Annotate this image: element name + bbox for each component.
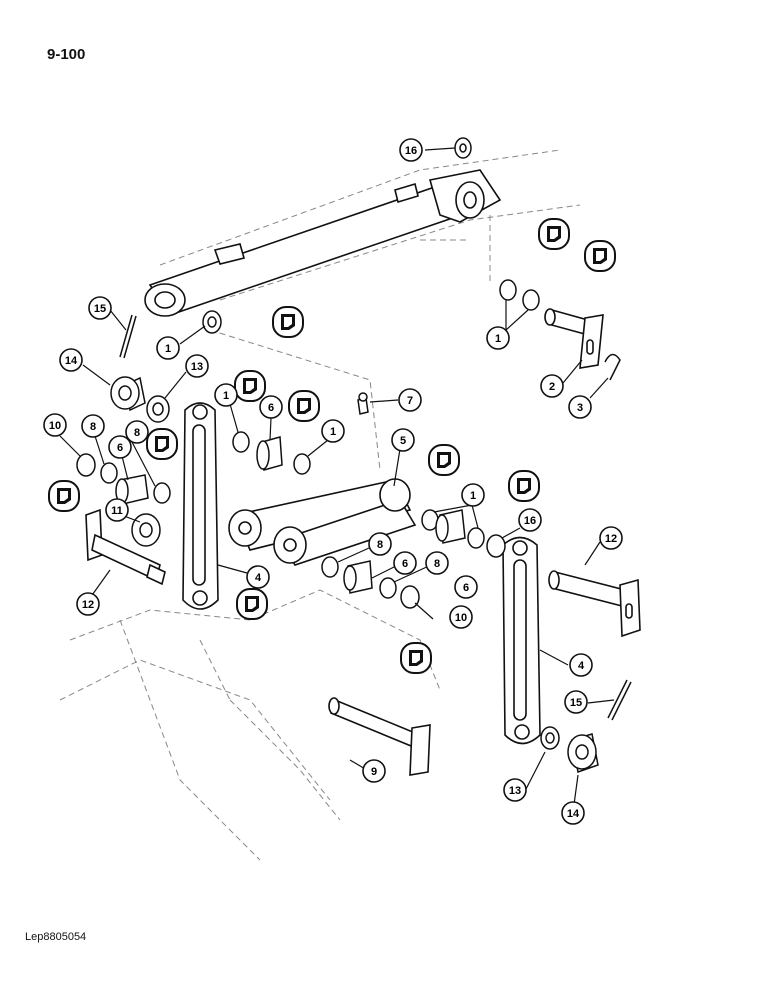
leader-lines	[59, 147, 615, 813]
svg-text:6: 6	[268, 402, 274, 414]
relay-link	[228, 478, 417, 566]
svg-text:1: 1	[165, 343, 171, 355]
callout-15: 15	[564, 690, 588, 714]
svg-text:16: 16	[524, 515, 536, 527]
svg-text:14: 14	[65, 355, 78, 367]
callout-6: 6	[259, 395, 283, 419]
phantom-frame	[59, 149, 581, 861]
hatched-box-icon	[584, 240, 616, 272]
svg-text:14: 14	[567, 808, 580, 820]
svg-text:8: 8	[90, 421, 96, 433]
callout-2: 2	[540, 374, 564, 398]
callout-1: 1	[461, 483, 485, 507]
callout-10: 10	[43, 413, 67, 437]
svg-text:4: 4	[255, 572, 262, 584]
svg-text:2: 2	[549, 381, 555, 393]
hatched-box-icon	[508, 470, 540, 502]
callout-11: 11	[105, 498, 129, 522]
svg-text:12: 12	[605, 533, 617, 545]
svg-text:8: 8	[134, 427, 140, 439]
hatched-box-icon	[288, 390, 320, 422]
cylinder-assembly	[144, 169, 502, 317]
svg-text:16: 16	[405, 145, 417, 157]
svg-text:10: 10	[49, 420, 61, 432]
hatched-box-icon	[428, 444, 460, 476]
svg-text:1: 1	[330, 426, 336, 438]
callout-14: 14	[561, 801, 585, 825]
hatched-box-icon	[400, 642, 432, 674]
pin-9	[328, 697, 431, 776]
svg-text:12: 12	[82, 599, 94, 611]
svg-text:3: 3	[577, 402, 583, 414]
document-code: Lep8805054	[25, 931, 87, 943]
hatched-box-icon	[272, 306, 304, 338]
pin-12-right	[548, 570, 641, 638]
callout-8: 8	[125, 420, 149, 444]
split-pins	[119, 314, 632, 721]
callout-15: 15	[88, 296, 112, 320]
hatched-box-icon	[48, 480, 80, 512]
callout-1: 1	[156, 336, 180, 360]
svg-text:8: 8	[377, 539, 383, 551]
svg-text:6: 6	[463, 582, 469, 594]
callout-3: 3	[568, 395, 592, 419]
svg-text:11: 11	[111, 505, 123, 517]
callout-9: 9	[362, 759, 386, 783]
svg-text:1: 1	[470, 490, 476, 502]
hatched-box-icon	[538, 218, 570, 250]
svg-text:15: 15	[94, 303, 106, 315]
svg-text:4: 4	[578, 660, 585, 672]
page-number: 9-100	[47, 46, 86, 63]
svg-text:9: 9	[371, 766, 377, 778]
hatched-box-icon	[236, 588, 268, 620]
svg-text:13: 13	[509, 785, 521, 797]
callouts: 16 1 1 15 14 13 1 6 1 7 2 3 10 8 6 8 5 1…	[43, 138, 623, 825]
hatched-box-icon	[234, 370, 266, 402]
svg-text:8: 8	[434, 558, 440, 570]
hatched-box-icon	[146, 428, 178, 460]
callout-8: 8	[81, 414, 105, 438]
svg-text:6: 6	[117, 442, 123, 454]
svg-text:15: 15	[570, 697, 582, 709]
link-arm-right	[502, 536, 541, 745]
callout-10: 10	[449, 605, 473, 629]
pin-2	[544, 308, 604, 369]
callout-6: 6	[393, 551, 417, 575]
callout-1: 1	[486, 326, 510, 350]
callout-13: 13	[185, 354, 209, 378]
callout-6: 6	[454, 575, 478, 599]
link-arm-left	[182, 402, 219, 610]
callout-1: 1	[214, 383, 238, 407]
callout-12: 12	[76, 592, 100, 616]
callout-12: 12	[599, 526, 623, 550]
svg-text:1: 1	[223, 390, 229, 402]
callout-13: 13	[503, 778, 527, 802]
callout-4: 4	[246, 565, 270, 589]
callout-16: 16	[399, 138, 423, 162]
callout-8: 8	[425, 551, 449, 575]
callout-8: 8	[368, 532, 392, 556]
callout-1: 1	[321, 419, 345, 443]
callout-7: 7	[398, 388, 422, 412]
svg-text:5: 5	[400, 435, 406, 447]
small-parts	[76, 137, 599, 773]
callout-16: 16	[518, 508, 542, 532]
svg-text:7: 7	[407, 395, 413, 407]
svg-text:10: 10	[455, 612, 467, 624]
pin-12-left	[85, 508, 166, 586]
callout-6: 6	[108, 435, 132, 459]
svg-text:1: 1	[495, 333, 501, 345]
callout-4: 4	[569, 653, 593, 677]
svg-text:6: 6	[402, 558, 408, 570]
callout-5: 5	[391, 428, 415, 452]
svg-text:13: 13	[191, 361, 203, 373]
callout-14: 14	[59, 348, 83, 372]
